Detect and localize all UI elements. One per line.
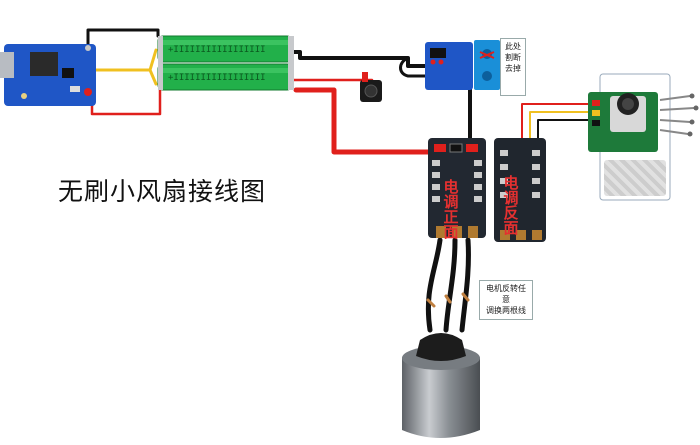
svg-text:+IIIIIIIIIIIIIIIII: +IIIIIIIIIIIIIIIII [168,45,266,55]
esc-front-label: 电 调 正 面 [443,178,459,241]
wire-red-bottom [90,86,162,116]
esc-board-icon [494,138,546,242]
wire-motor-3 [459,237,471,333]
wires [86,28,591,333]
wire-black-relay [290,50,427,68]
wire-motor-2 [443,237,458,333]
wire-signal-yellow [529,111,591,139]
relay-module-icon [425,40,500,90]
wire-signal-red [521,103,591,139]
push-switch-icon [360,72,382,102]
diagram-title: 无刷小风扇接线图 [58,177,267,206]
esc-board-icon [428,138,486,238]
wire-signal-black [537,119,591,139]
svg-text:+IIIIIIIIIIIIIIIII: +IIIIIIIIIIIIIIIII [168,73,266,83]
blurred-watermark [604,160,666,196]
note-cut-remove: 此处 割断 去掉 [500,38,526,96]
wire-motor-1 [425,237,443,333]
wire-yellow [94,48,158,86]
battery-pack: +IIIIIIIIIIIIIIIII +IIIIIIIIIIIIIIIII [157,35,294,91]
esc-back-label: 电 调 反 面 [503,174,519,237]
charger-module-icon [0,44,96,106]
wire-red-main [293,87,431,155]
brushless-motor-icon [402,333,480,438]
wire-black-relay-loop [399,56,427,78]
wire-black-top [86,28,160,46]
wire-motor-copper [426,292,470,308]
note-swap-wires: 电机反转任意 调换两根线 [479,280,533,320]
